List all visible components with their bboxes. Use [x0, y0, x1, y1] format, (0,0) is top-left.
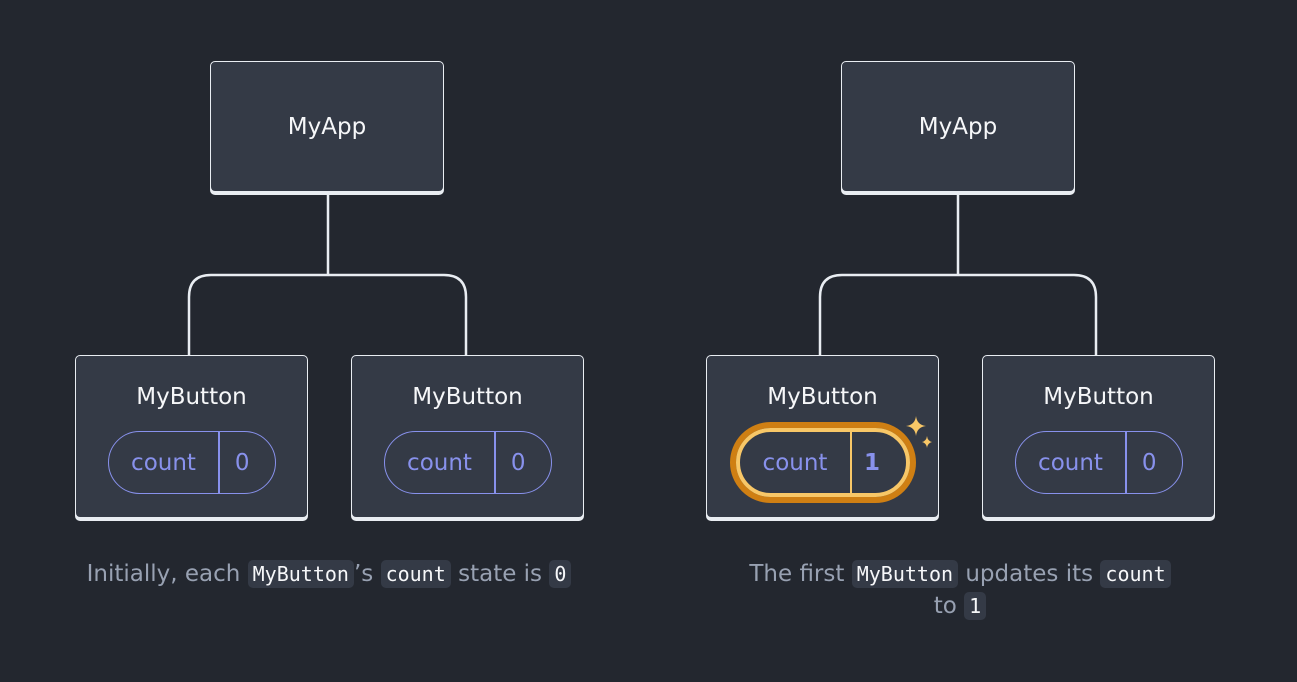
- right-myapp-label: MyApp: [918, 113, 998, 140]
- left-myapp-node: MyApp: [210, 61, 444, 192]
- state-label: count: [1038, 449, 1103, 476]
- caption-code: 0: [549, 560, 572, 588]
- left-mybutton-node-1: MyButton count 0: [75, 355, 308, 518]
- state-value: 0: [234, 449, 250, 476]
- caption-text: The first: [749, 561, 845, 587]
- state-value: 0: [1141, 449, 1157, 476]
- caption-text: to: [933, 593, 957, 619]
- left-mybutton-2-label: MyButton: [412, 384, 523, 410]
- state-divider: [850, 432, 852, 493]
- right-mybutton-node-1: MyButton count 1: [706, 355, 939, 518]
- right-mybutton-2-state: count 0: [1015, 431, 1183, 494]
- right-mybutton-1-state-highlighted: count 1: [730, 422, 916, 503]
- right-mybutton-1-label: MyButton: [767, 384, 878, 410]
- caption-code: count: [1100, 560, 1171, 588]
- left-mybutton-1-state: count 0: [108, 431, 276, 494]
- state-value: 1: [863, 449, 880, 476]
- caption-text: Initially, each: [86, 561, 241, 587]
- state-label: count: [131, 449, 196, 476]
- right-mybutton-node-2: MyButton count 0: [982, 355, 1215, 518]
- left-mybutton-2-state: count 0: [384, 431, 552, 494]
- caption-code: 1: [964, 592, 987, 620]
- left-mybutton-node-2: MyButton count 0: [351, 355, 584, 518]
- right-mybutton-2-label: MyButton: [1043, 384, 1154, 410]
- left-caption: Initially, each MyButton’s count state i…: [69, 558, 589, 590]
- caption-code: MyButton: [851, 560, 959, 588]
- sparkle-icon: [906, 416, 932, 448]
- state-value: 0: [510, 449, 526, 476]
- state-divider: [1125, 432, 1127, 493]
- left-mybutton-1-label: MyButton: [136, 384, 247, 410]
- right-myapp-node: MyApp: [841, 61, 1075, 192]
- state-divider: [218, 432, 220, 493]
- state-label: count: [407, 449, 472, 476]
- caption-code: count: [380, 560, 451, 588]
- state-label: count: [762, 449, 828, 476]
- caption-code: MyButton: [247, 560, 354, 588]
- left-myapp-label: MyApp: [287, 113, 367, 140]
- caption-text: state is: [458, 561, 543, 587]
- right-caption: The first MyButton updates its count to …: [700, 558, 1220, 622]
- state-divider: [494, 432, 496, 493]
- left-connector: [187, 195, 468, 355]
- right-connector: [818, 195, 1098, 355]
- caption-text: updates its: [965, 561, 1094, 587]
- caption-text: ’s: [353, 561, 374, 587]
